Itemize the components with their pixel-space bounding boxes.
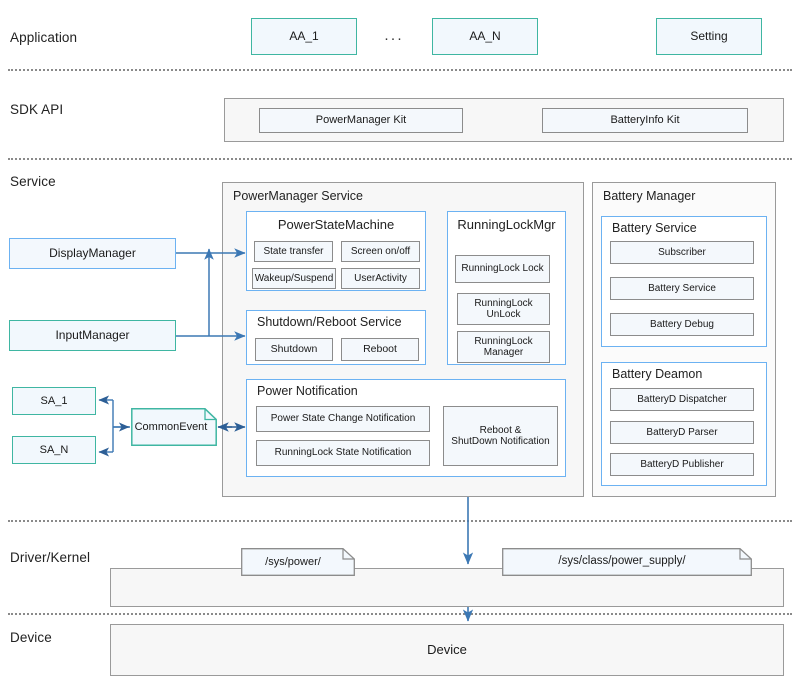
layer-label-device: Device: [10, 630, 52, 645]
driver-node-power-supply[interactable]: /sys/class/power_supply/: [502, 548, 752, 576]
psm-item-useractivity[interactable]: UserActivity: [341, 268, 420, 289]
psm-item-state-transfer[interactable]: State transfer: [254, 241, 333, 262]
separator-driver-device: [8, 613, 792, 615]
app-ellipsis: ···: [384, 30, 404, 47]
psm-item-wakeup-suspend[interactable]: Wakeup/Suspend: [252, 268, 336, 289]
psm-item-screen-on-off[interactable]: Screen on/off: [341, 241, 420, 262]
bs-item-battery-debug[interactable]: Battery Debug: [610, 313, 754, 336]
power-state-machine-title: PowerStateMachine: [277, 217, 395, 232]
separator-service-driver: [8, 520, 792, 522]
sdk-kit-powermanager[interactable]: PowerManager Kit: [259, 108, 463, 133]
power-supply-note-shape: [502, 548, 752, 576]
rlm-item-lock[interactable]: RunningLock Lock: [455, 255, 550, 283]
app-box-aa1[interactable]: AA_1: [251, 18, 357, 55]
external-common-event[interactable]: CommonEvent: [131, 408, 217, 446]
rlm-item-manager[interactable]: RunningLock Manager: [457, 331, 550, 363]
app-box-setting[interactable]: Setting: [656, 18, 762, 55]
external-sa-n[interactable]: SA_N: [12, 436, 96, 464]
app-box-aan[interactable]: AA_N: [432, 18, 538, 55]
sys-power-note-shape: [241, 548, 355, 576]
driver-node-sys-power[interactable]: /sys/power/: [241, 548, 355, 576]
device-box: Device: [110, 624, 784, 676]
shutdown-reboot-service-title: Shutdown/Reboot Service: [257, 315, 402, 329]
sdk-kit-batteryinfo[interactable]: BatteryInfo Kit: [542, 108, 748, 133]
layer-label-sdk-api: SDK API: [10, 102, 64, 117]
srs-item-shutdown[interactable]: Shutdown: [255, 338, 333, 361]
bd-item-publisher[interactable]: BatteryD Publisher: [610, 453, 754, 476]
bd-item-parser[interactable]: BatteryD Parser: [610, 421, 754, 444]
running-lock-mgr-title: RunningLockMgr: [457, 217, 556, 232]
srs-item-reboot[interactable]: Reboot: [341, 338, 419, 361]
pn-item-reboot-shutdown[interactable]: Reboot & ShutDown Notification: [443, 406, 558, 466]
battery-manager-title: Battery Manager: [603, 189, 696, 203]
sys-power-label: /sys/power/: [265, 555, 321, 568]
common-event-label: CommonEvent: [134, 420, 208, 433]
rlm-item-unlock[interactable]: RunningLock UnLock: [457, 293, 550, 325]
separator-application-sdk: [8, 69, 792, 71]
battery-deamon-title: Battery Deamon: [612, 367, 703, 381]
power-notification-title: Power Notification: [257, 384, 358, 398]
pn-item-runninglock-state[interactable]: RunningLock State Notification: [256, 440, 430, 466]
external-sa-1[interactable]: SA_1: [12, 387, 96, 415]
battery-service-title: Battery Service: [612, 221, 697, 235]
separator-sdk-service: [8, 158, 792, 160]
bs-item-subscriber[interactable]: Subscriber: [610, 241, 754, 264]
layer-label-application: Application: [10, 30, 78, 45]
bd-item-dispatcher[interactable]: BatteryD Dispatcher: [610, 388, 754, 411]
external-display-manager[interactable]: DisplayManager: [9, 238, 176, 269]
pn-item-power-state-change[interactable]: Power State Change Notification: [256, 406, 430, 432]
layer-label-service: Service: [10, 174, 56, 189]
power-supply-label: /sys/class/power_supply/: [558, 555, 686, 568]
layer-label-driver-kernel: Driver/Kernel: [10, 550, 91, 565]
bs-item-battery-service[interactable]: Battery Service: [610, 277, 754, 300]
external-input-manager[interactable]: InputManager: [9, 320, 176, 351]
power-manager-service-title: PowerManager Service: [233, 189, 363, 203]
common-event-note-shape: [131, 408, 217, 446]
